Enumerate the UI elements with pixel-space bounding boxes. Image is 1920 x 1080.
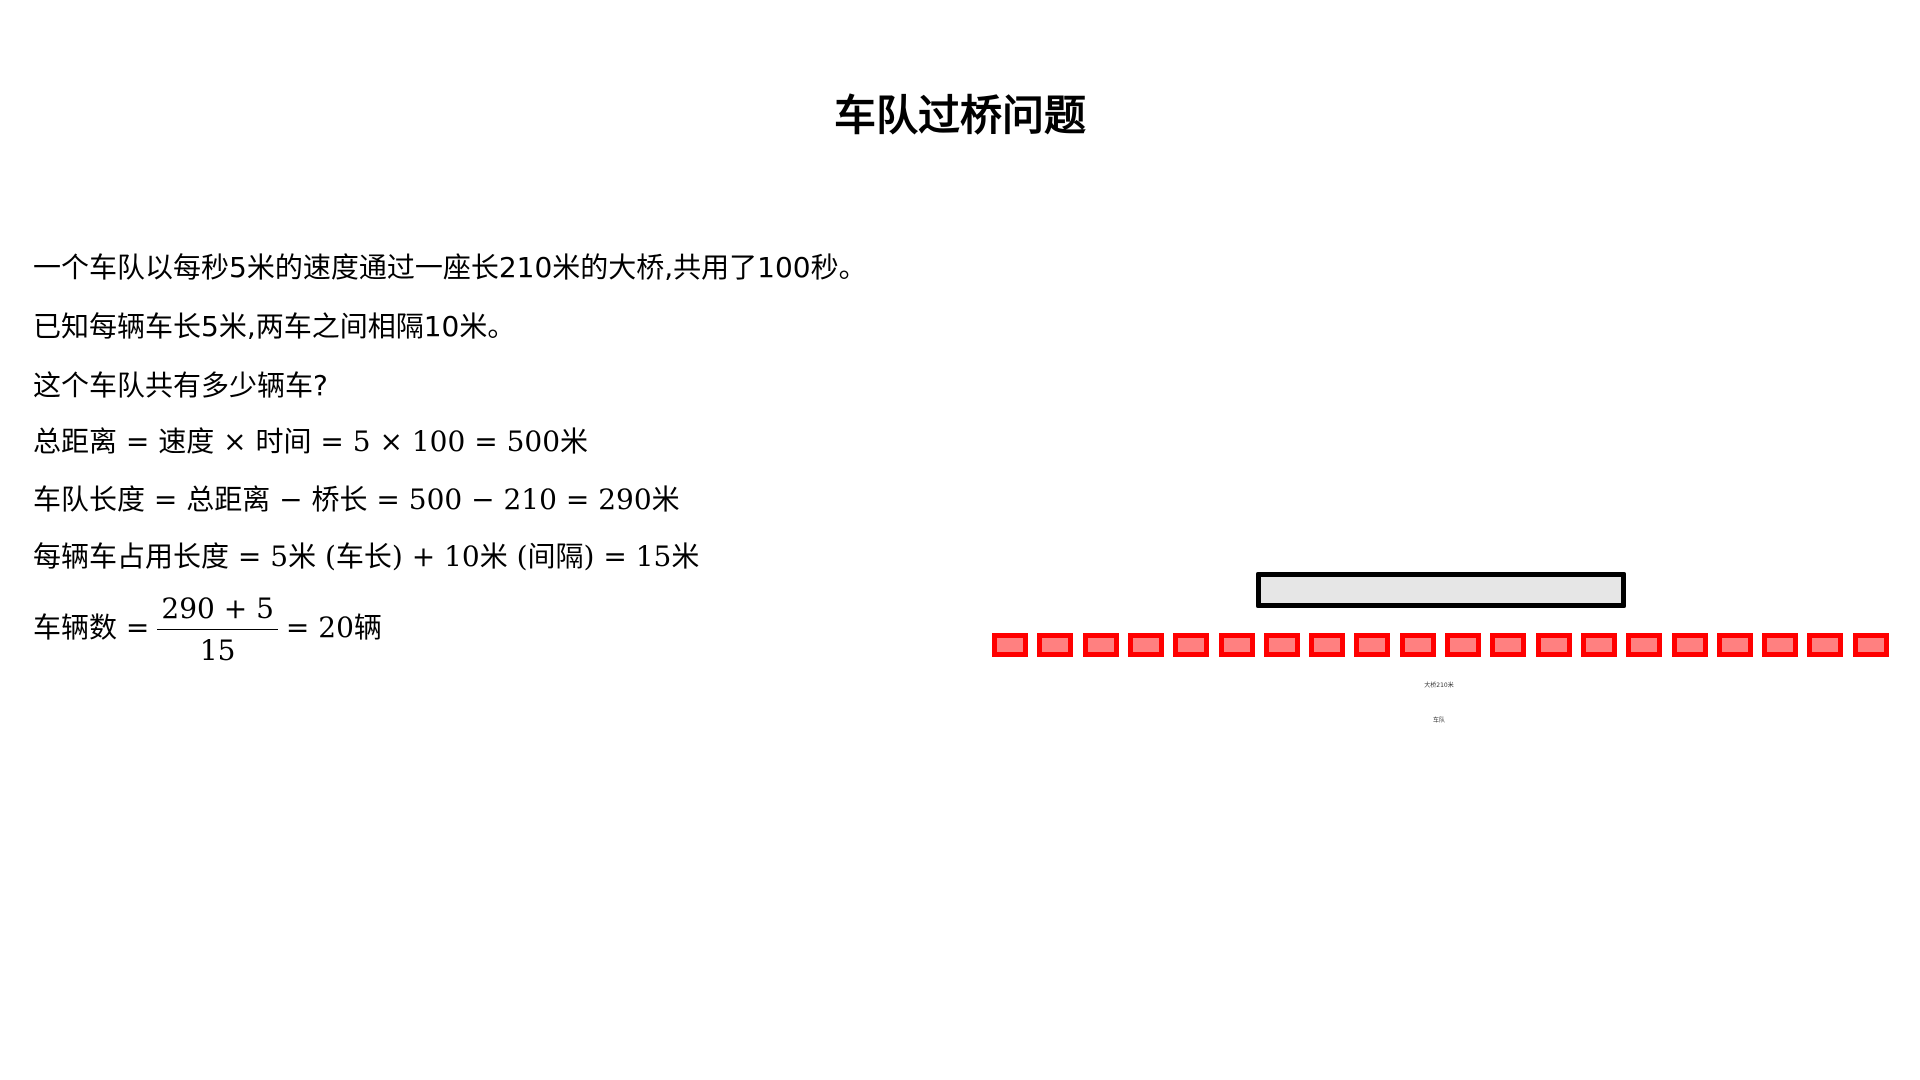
- car: [1807, 633, 1844, 657]
- car: [1309, 633, 1346, 657]
- car: [1716, 633, 1753, 657]
- solution-per-car-length: 每辆车占用长度 = 5米 (车长) + 10米 (间隔) = 15米: [33, 540, 700, 573]
- bridge-label: 大桥210米: [1424, 682, 1454, 689]
- final-rhs: = 20辆: [285, 611, 382, 644]
- car: [1445, 633, 1481, 657]
- fraction: 290 + 5 15: [157, 592, 278, 667]
- car: [1173, 633, 1210, 657]
- car: [992, 633, 1028, 657]
- solution-car-count: 车辆数 =290 + 5 15 = 20辆: [33, 592, 382, 667]
- car: [1671, 633, 1708, 657]
- car: [1399, 633, 1436, 657]
- car: [1580, 633, 1617, 657]
- solution-convoy-length: 车队长度 = 总距离 − 桥长 = 500 − 210 = 290米: [33, 483, 680, 516]
- car: [1263, 633, 1300, 657]
- car: [1626, 633, 1663, 657]
- car: [1037, 633, 1074, 657]
- problem-line-3: 这个车队共有多少辆车?: [33, 369, 328, 402]
- car: [1535, 633, 1572, 657]
- car: [1490, 633, 1527, 657]
- page-title: 车队过桥问题: [833, 91, 1086, 140]
- car: [1354, 633, 1391, 657]
- problem-line-2: 已知每辆车长5米,两车之间相隔10米。: [33, 310, 516, 343]
- car: [1082, 633, 1119, 657]
- car: [1127, 633, 1164, 657]
- car: [1852, 633, 1889, 657]
- fraction-denominator: 15: [199, 634, 236, 667]
- final-lhs: 车辆数 =: [33, 611, 150, 644]
- car: [1762, 633, 1799, 657]
- convoy-label: 车队: [1432, 717, 1445, 724]
- problem-line-1: 一个车队以每秒5米的速度通过一座长210米的大桥,共用了100秒。: [33, 251, 867, 284]
- solution-total-distance: 总距离 = 速度 × 时间 = 5 × 100 = 500米: [33, 425, 589, 458]
- car: [1218, 633, 1255, 657]
- bridge: [1256, 572, 1626, 608]
- fraction-numerator: 290 + 5: [157, 592, 278, 630]
